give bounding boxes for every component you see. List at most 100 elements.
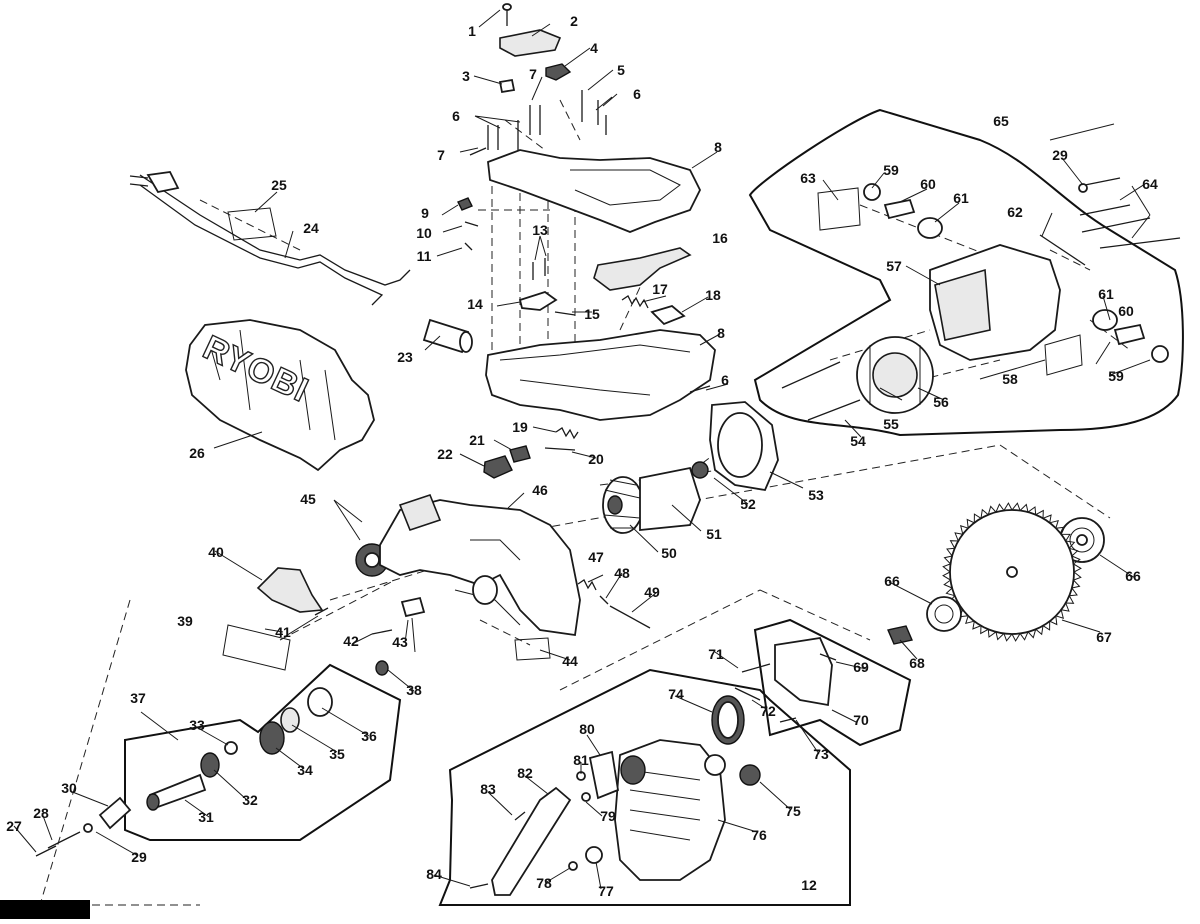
part-3-clip: [498, 78, 516, 94]
spindle-assembly-group-outline: [124, 663, 402, 841]
part-68-bolt: [887, 625, 913, 645]
part-13-screws: [532, 258, 546, 280]
part-10-screw: [464, 221, 479, 227]
callout-48: 48: [614, 565, 630, 581]
callout-10: 10: [416, 225, 432, 241]
part-66-inner-flange: [926, 596, 962, 632]
part-60-brush-top: [883, 198, 916, 220]
callout-30: 30: [61, 780, 77, 796]
callout-22: 22: [437, 446, 453, 462]
callout-60-right: 60: [1118, 303, 1134, 319]
callout-3: 3: [462, 68, 470, 84]
part-82-link-arm: [491, 786, 572, 896]
part-39-label: [222, 624, 291, 671]
part-35-bearing: [280, 707, 300, 733]
callout-80: 80: [579, 721, 595, 737]
part-59-brush-cap-top: [863, 183, 881, 201]
part-56-field-coil: [856, 336, 934, 414]
part-44-label: [514, 637, 551, 661]
corner-black-bar: [0, 900, 90, 919]
part-51-armature: [639, 466, 701, 531]
callout-71: 71: [708, 646, 724, 662]
callout-8-bottom: 8: [717, 325, 725, 341]
part-62-screw: [1039, 234, 1086, 266]
part-25-cord-tag: [227, 207, 277, 241]
callout-34: 34: [297, 762, 313, 778]
part-83-screw: [514, 811, 526, 821]
part-8-handle-lower: [485, 329, 716, 421]
callout-7-left: 7: [437, 147, 445, 163]
callout-16: 16: [712, 230, 728, 246]
callout-47: 47: [588, 549, 604, 565]
callout-9: 9: [421, 205, 429, 221]
callout-20: 20: [588, 451, 604, 467]
callout-59-top: 59: [883, 162, 899, 178]
part-46-upper-blade-guard: [379, 499, 581, 637]
callout-5: 5: [617, 62, 625, 78]
part-28-screw: [47, 831, 81, 849]
callout-37: 37: [130, 690, 146, 706]
part-43-bracket: [400, 596, 426, 618]
callout-54: 54: [850, 433, 866, 449]
callout-23: 23: [397, 349, 413, 365]
callout-52: 52: [740, 496, 756, 512]
part-30-washer: [98, 796, 132, 830]
callout-76: 76: [751, 827, 767, 843]
part-72-spring: [734, 687, 761, 701]
part-49-shaft: [609, 605, 651, 629]
part-47-spring: [577, 579, 597, 591]
part-77-washer: [585, 846, 603, 864]
part-34-retainer: [259, 721, 285, 755]
part-69-screw: [819, 653, 837, 661]
callout-61-right: 61: [1098, 286, 1114, 302]
part-64-screws: [1079, 177, 1181, 249]
part-50-fan: [602, 476, 644, 534]
callout-60-top: 60: [920, 176, 936, 192]
callout-28: 28: [33, 805, 49, 821]
callout-40: 40: [208, 544, 224, 560]
callout-21: 21: [469, 432, 485, 448]
callout-66-left: 66: [884, 573, 900, 589]
part-23-cord-sleeve: [422, 318, 473, 354]
callout-13: 13: [532, 222, 548, 238]
callout-56: 56: [933, 394, 949, 410]
callout-58: 58: [1002, 371, 1018, 387]
callout-6-top: 6: [633, 86, 641, 102]
callout-29-top: 29: [1052, 147, 1068, 163]
callout-25: 25: [271, 177, 287, 193]
part-73-screw: [779, 717, 797, 723]
part-71-screw: [741, 663, 771, 673]
callout-49: 49: [644, 584, 660, 600]
part-17-spring: [621, 295, 649, 309]
saw-blade-teeth: [942, 502, 1082, 642]
callout-67: 67: [1096, 629, 1112, 645]
part-5-6-7-screws: [469, 90, 607, 156]
callout-2: 2: [570, 13, 578, 29]
callout-83: 83: [480, 781, 496, 797]
callout-42: 42: [343, 633, 359, 649]
callout-35: 35: [329, 746, 345, 762]
part-15-pin: [554, 311, 576, 316]
callout-59-right: 59: [1108, 368, 1124, 384]
part-1-screw: [502, 3, 512, 26]
part-11-screw: [464, 242, 473, 251]
callout-74: 74: [668, 686, 684, 702]
part-55-screw: [781, 361, 841, 389]
callout-15: 15: [584, 306, 600, 322]
part-31-spindle: [146, 773, 207, 811]
part-52-bearing: [691, 461, 709, 479]
part-14-bracket: [518, 291, 558, 311]
callout-12: 12: [801, 877, 817, 893]
callout-38: 38: [406, 682, 422, 698]
callout-70: 70: [853, 712, 869, 728]
callout-39: 39: [177, 613, 193, 629]
part-21-switch-clip: [509, 445, 531, 463]
cord-plug: [146, 171, 180, 194]
callout-55: 55: [883, 416, 899, 432]
part-76-lower-blade-guard: [614, 739, 726, 881]
callout-14: 14: [467, 296, 483, 312]
part-2-switch-plate: [499, 29, 562, 57]
callout-31: 31: [198, 809, 214, 825]
